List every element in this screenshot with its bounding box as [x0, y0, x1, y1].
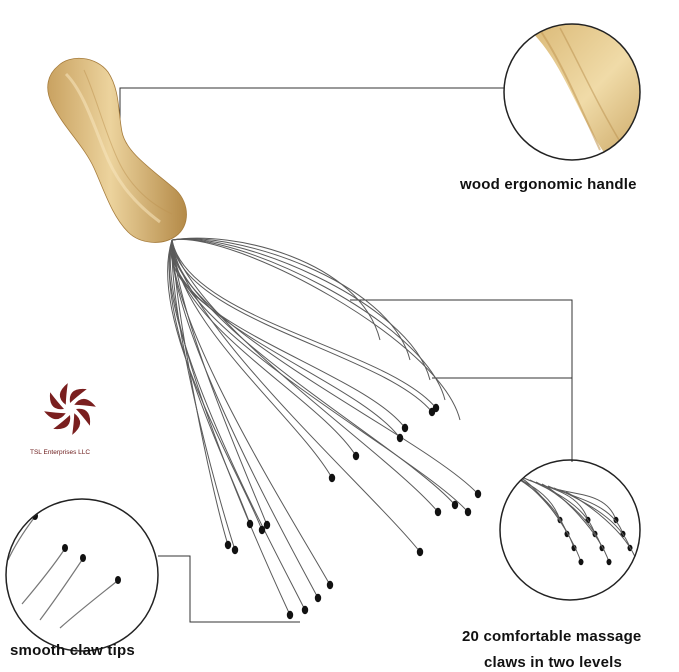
claw-tip	[396, 433, 404, 443]
wire	[167, 239, 263, 531]
claw-tip	[326, 580, 334, 590]
claw-tips	[224, 403, 482, 620]
wire	[171, 239, 437, 409]
claws-detail-circle	[499, 459, 641, 601]
claws-label-line-2: claws in two levels	[484, 654, 623, 671]
wire	[171, 237, 381, 341]
brand-logo-swirl	[44, 383, 96, 435]
wire	[171, 238, 461, 421]
claw-tip	[352, 451, 360, 461]
claws-label-line-1: 20 comfortable massage	[462, 628, 642, 645]
wire	[171, 239, 268, 526]
handle-detail-circle	[503, 23, 641, 161]
claw-tip	[263, 520, 271, 530]
claw-tip	[432, 403, 440, 413]
claw-tip	[464, 507, 472, 517]
wire	[168, 239, 251, 525]
claw-tip	[224, 540, 232, 550]
wooden-handle	[47, 58, 187, 243]
claw-tip	[401, 423, 409, 433]
tips-label: smooth claw tips	[10, 642, 135, 659]
wire	[171, 239, 333, 479]
claw-tip	[314, 593, 322, 603]
claw-tip	[301, 605, 309, 615]
wire	[168, 239, 306, 611]
wire	[171, 239, 331, 586]
claw-tip	[328, 473, 336, 483]
claw-tip	[258, 525, 266, 535]
claw-tip	[434, 507, 442, 517]
brand-logo-text: TSL Enterprises LLC	[30, 449, 91, 456]
claw-tip	[286, 610, 294, 620]
wire	[170, 239, 291, 616]
wire	[170, 239, 406, 429]
wire	[171, 238, 446, 401]
wire	[171, 238, 411, 361]
claw-tip	[474, 489, 482, 499]
wire	[171, 239, 433, 413]
wire	[171, 239, 439, 513]
claw-tip	[231, 545, 239, 555]
wire	[171, 239, 456, 506]
tips-detail-circle	[5, 498, 159, 652]
wire	[171, 239, 479, 495]
wire	[171, 239, 469, 513]
massager-wires	[167, 237, 479, 616]
claw-tip	[451, 500, 459, 510]
claw-tip	[246, 519, 254, 529]
handle-label: wood ergonomic handle	[460, 176, 637, 193]
wire	[171, 238, 431, 381]
claw-tip	[416, 547, 424, 557]
